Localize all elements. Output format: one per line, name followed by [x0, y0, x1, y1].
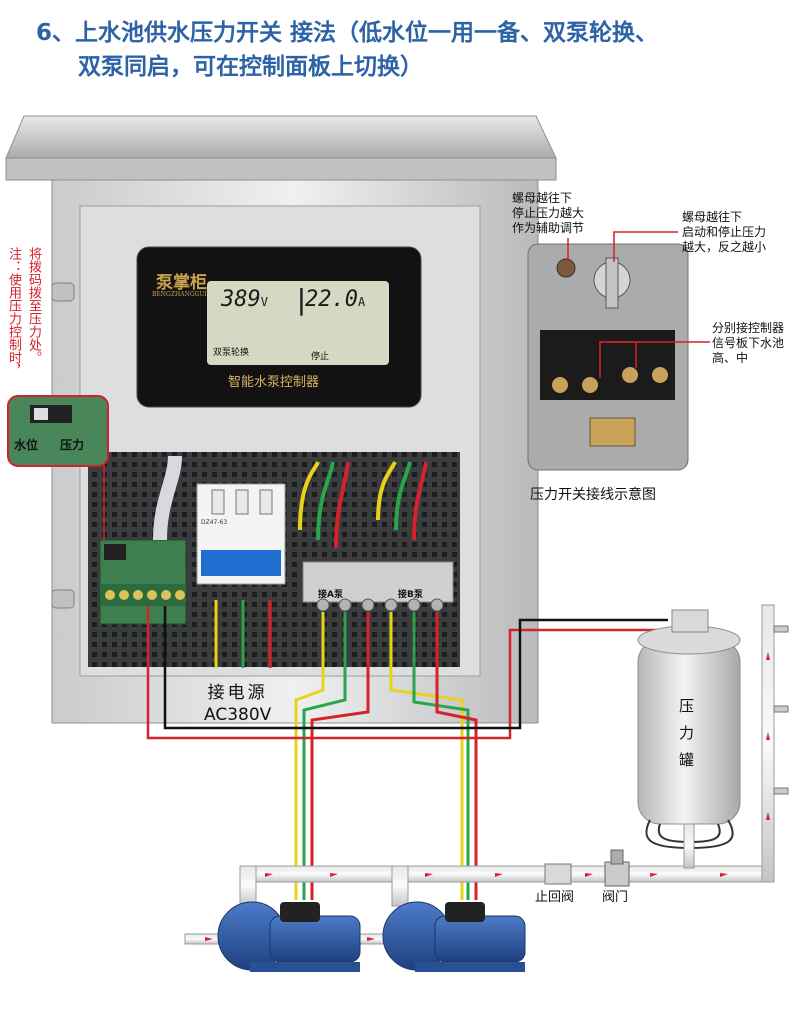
pressure-switch-caption: 压力开关接线示意图 — [530, 487, 656, 503]
lcd-mode: 双泵轮换 — [213, 348, 250, 358]
flow-arrows — [205, 652, 770, 941]
voltage-unit: V — [260, 295, 268, 309]
gate-valve-body — [604, 861, 630, 887]
taps — [773, 625, 789, 795]
callout-signal: 分别接控制器 信号板下水池 高、中 — [712, 321, 785, 365]
power-input-wires — [214, 600, 272, 668]
breaker-model: DZ47-63 — [201, 519, 228, 526]
lcd-display: 389V | 22.0A 双泵轮换 停止 — [207, 281, 389, 365]
signal-terminals — [100, 584, 186, 606]
riser-pipe — [761, 604, 775, 883]
pump-b — [382, 901, 526, 972]
terminal-label-a: 接A泵 — [318, 590, 343, 600]
power-label-line2: AC380V — [204, 705, 272, 725]
lcd-divider: | — [293, 283, 310, 316]
terminal-screws — [316, 598, 444, 612]
switch-leaders — [567, 231, 710, 378]
power-label-line1: 接电源 — [207, 683, 268, 703]
page-title: 6、上水池供水压力开关 接法（低水位一用一备、双泵轮换、 双泵同启，可在控制面板… — [36, 16, 776, 84]
terminal-block — [302, 561, 454, 603]
hinge-top — [51, 282, 75, 302]
gate-valve-label: 阀门 — [602, 890, 629, 905]
title-line-1: 6、上水池供水压力开关 接法（低水位一用一备、双泵轮换、 — [36, 20, 659, 46]
side-note-col2: 注：使用压力控制时， — [6, 247, 21, 377]
pump-wires — [294, 612, 478, 900]
switch-label-water: 水位 — [14, 438, 39, 452]
voltage-reading: 389V — [221, 287, 268, 312]
hinge-bottom — [51, 589, 75, 609]
pump-a — [217, 901, 361, 972]
breaker-handle-strip — [201, 550, 281, 576]
callout-aux-nut: 螺母越往下 停止压力越大 作为辅助调节 — [512, 191, 585, 235]
signal-wires — [146, 606, 668, 740]
tank-pressure-switch — [671, 609, 709, 633]
dip-switch — [104, 544, 126, 560]
callout-main-nut: 螺母越往下 启动和停止压力 越大，反之越小 — [682, 210, 767, 254]
current-reading: 22.0A — [305, 287, 365, 312]
ribbon-cable — [153, 455, 182, 541]
controller-name: 智能水泵控制器 — [228, 375, 320, 390]
cabinet-roof — [5, 115, 557, 159]
brand-logo: 泵掌柜 — [156, 273, 207, 293]
lcd-status: 停止 — [311, 352, 330, 362]
terminal-label-b: 接B泵 — [398, 590, 423, 600]
brand-sub: BENGZHANGGUI — [152, 291, 207, 298]
aux-nut — [556, 258, 576, 278]
cabinet-roof-edge — [5, 157, 557, 181]
check-valve-body — [544, 863, 572, 885]
current-unit: A — [357, 295, 366, 309]
internal-wires — [298, 461, 428, 549]
switch-label-pressure: 压力 — [60, 438, 85, 452]
side-note-col1: 将拨码拨至压力处。 — [26, 247, 41, 364]
voltage-value: 389 — [221, 287, 261, 312]
title-line-2: 双泵同启，可在控制面板上切换） — [78, 54, 423, 80]
tank-label: 压力罐 — [677, 698, 695, 779]
check-valve-label: 止回阀 — [535, 890, 575, 905]
power-label: 接电源 AC380V — [204, 682, 271, 726]
current-value: 22.0 — [305, 287, 358, 312]
